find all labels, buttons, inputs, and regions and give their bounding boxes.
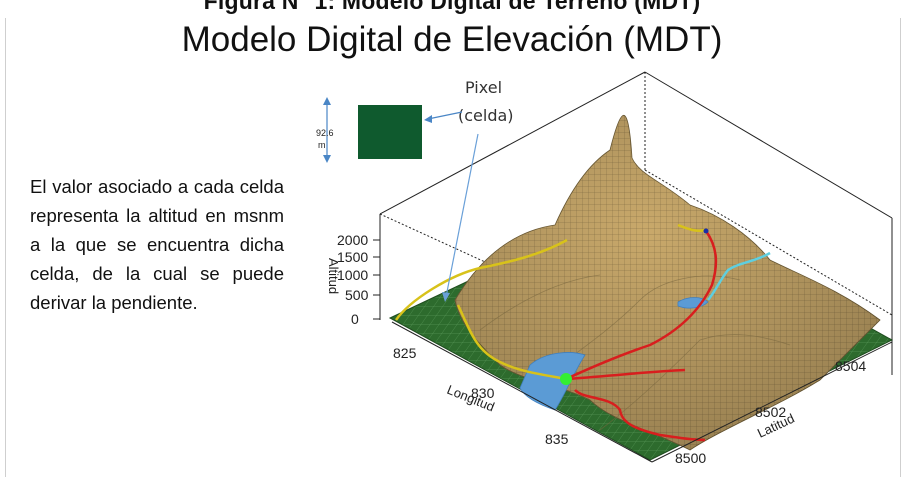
y-tick-label: 8500: [675, 450, 706, 466]
cell-callout-arrow: [445, 133, 479, 298]
lake-large: [519, 352, 586, 411]
outlet-point-marker: [560, 373, 572, 385]
source-point-marker: [703, 228, 709, 234]
x-tick-label: 830: [471, 385, 495, 401]
z-tick-label: 1000: [337, 267, 368, 283]
pixel-size-unit: m: [318, 140, 326, 150]
y-tick-label: 8504: [835, 358, 866, 374]
figure-caption: Figura N° 1: Modelo Digital de Terreno (…: [203, 0, 701, 14]
z-axis-label: Altitud: [326, 258, 341, 294]
pixel-label-line1: Pixel: [465, 78, 502, 97]
z-tick-label: 0: [351, 311, 359, 327]
z-tick-label: 1500: [337, 249, 368, 265]
pixel-cell: [358, 105, 422, 159]
page-title: Modelo Digital de Elevación (MDT): [181, 20, 723, 59]
x-tick-label: 835: [545, 431, 569, 447]
z-tick-label: 2000: [337, 232, 368, 248]
river-red: [565, 230, 718, 442]
z-axis: 2000 1500 1000 500 0 Altitud: [326, 232, 381, 327]
pixel-callout-arrow: [427, 111, 463, 120]
x-axis: 825 830 835 Longitud: [391, 321, 653, 463]
pixel-label-line2: (celda): [458, 106, 514, 125]
description-text: El valor asociado a cada celda represent…: [30, 176, 284, 313]
frame-left-border: [5, 18, 6, 477]
y-tick-label: 8502: [755, 404, 786, 420]
terrain-surface: [454, 114, 881, 451]
river-yellow-upper: [677, 223, 706, 233]
river-cyan: [707, 251, 771, 301]
x-tick-label: 825: [393, 345, 417, 361]
pixel-illustration: 92.6 m Pixel (celda): [316, 78, 514, 302]
frame-right-border: [900, 18, 901, 477]
river-yellow: [394, 238, 568, 381]
pixel-size-value: 92.6: [316, 128, 334, 138]
z-tick-label: 500: [345, 287, 369, 303]
